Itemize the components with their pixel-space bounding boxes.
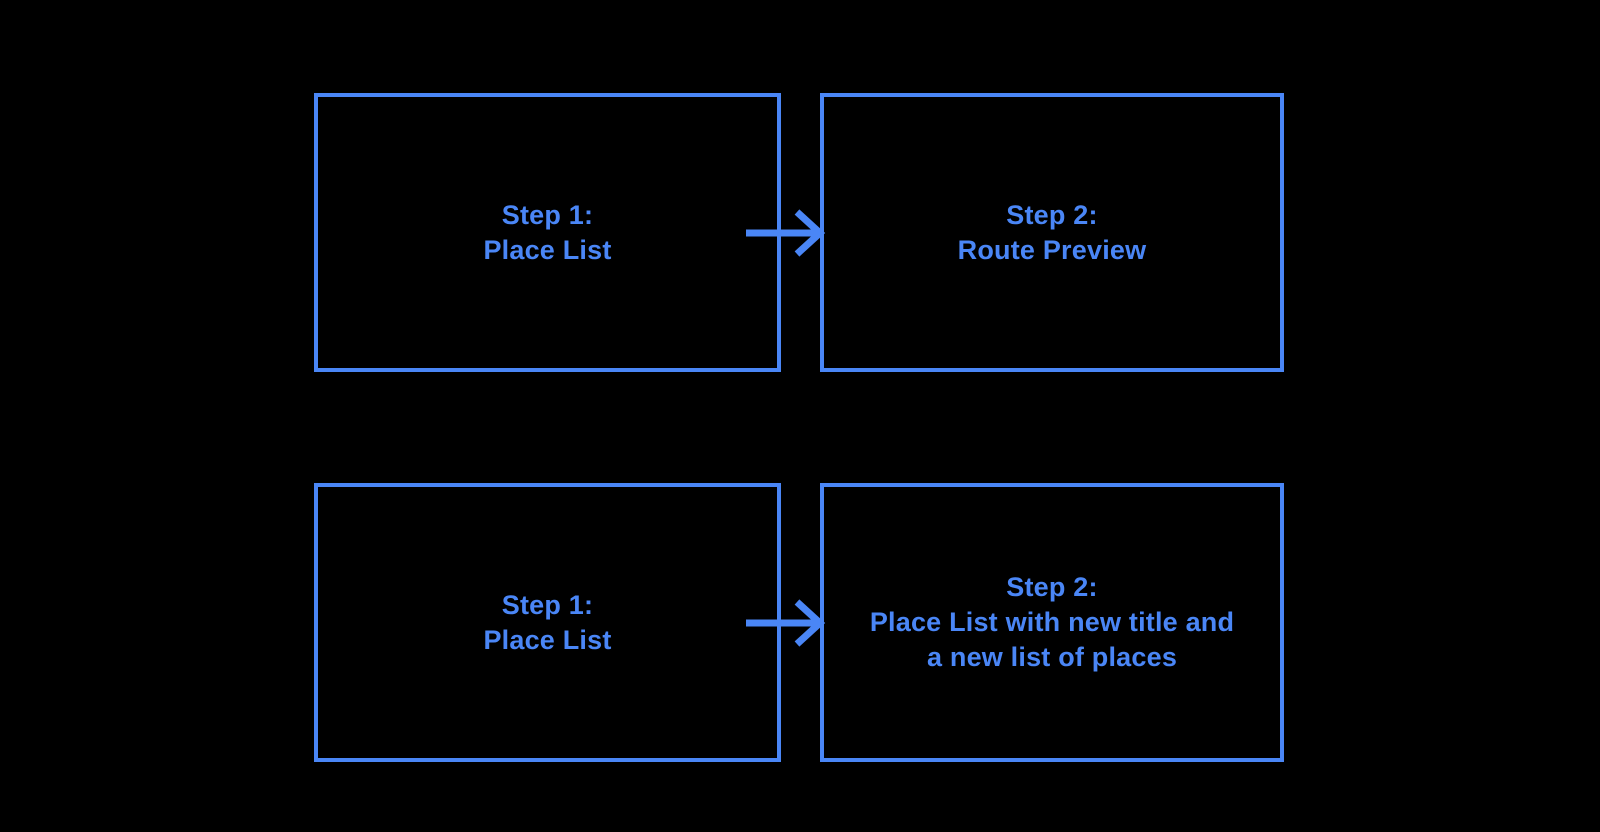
flow-box-step2-new-place-list: Step 2: Place List with new title and a … (820, 483, 1284, 762)
box-label: Step 2: Place List with new title and a … (870, 570, 1234, 675)
arrow-right-icon (746, 209, 826, 257)
box-label-line: Place List with new title and (869, 607, 1235, 637)
box-label-line: Step 1: (501, 589, 594, 620)
box-label-line: Step 2: (1006, 572, 1098, 602)
flow-box-step2-route-preview: Step 2: Route Preview (820, 93, 1284, 372)
box-label-line: a new list of places (926, 642, 1178, 672)
flow-box-step1-place-list-2: Step 1: Place List (314, 483, 781, 762)
box-label: Step 1: Place List (483, 198, 611, 268)
box-label-line: Step 2: (1006, 199, 1098, 230)
box-label: Step 2: Route Preview (958, 198, 1147, 268)
box-label-line: Place List (483, 624, 612, 655)
flow-box-step1-place-list: Step 1: Place List (314, 93, 781, 372)
box-label-line: Place List (483, 234, 612, 265)
box-label: Step 1: Place List (483, 588, 611, 658)
box-label-line: Step 1: (501, 199, 594, 230)
arrow-right-icon (746, 599, 826, 647)
box-label-line: Route Preview (957, 234, 1147, 265)
